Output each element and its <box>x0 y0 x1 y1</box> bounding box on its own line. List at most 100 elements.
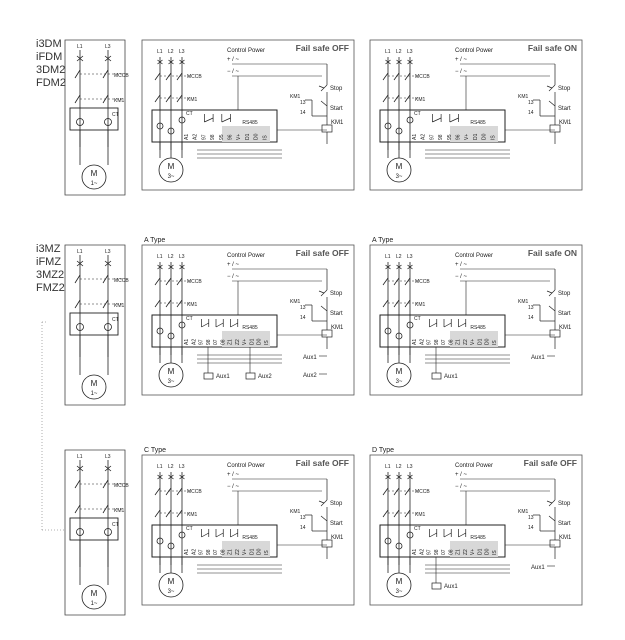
terminal-label: 07 <box>213 549 219 555</box>
panel-frame <box>64 449 126 616</box>
mccb-label: MCCB <box>415 489 430 495</box>
terminal-label: Z2 <box>463 339 469 345</box>
motor-symbol <box>81 584 107 610</box>
ct-label: CT <box>112 522 119 528</box>
plus-supply-label: + / ~ <box>227 262 240 268</box>
terminal-label: Z1 <box>456 549 462 555</box>
km1-coil-label: KM1 <box>559 325 572 331</box>
rs485-label: RS485 <box>242 120 258 126</box>
terminal-label: IS <box>492 550 498 555</box>
terminal-label: 98 <box>206 339 212 345</box>
terminal-label: D1 <box>249 338 255 345</box>
comm-block <box>222 541 270 557</box>
terminal-label: A2 <box>193 134 199 140</box>
motor-phase-label: 3~ <box>396 174 403 180</box>
fail-safe-label: Fail safe OFF <box>296 43 349 53</box>
km1-label: KM1 <box>415 302 426 308</box>
stop-button <box>318 289 328 297</box>
mccb-label: MCCB <box>187 74 202 80</box>
start-button <box>548 515 556 529</box>
fuse-mark <box>157 474 163 480</box>
panel-frame <box>369 244 583 396</box>
stop-button <box>546 499 556 507</box>
ct-label: CT <box>414 111 421 117</box>
terminal-label: 08 <box>448 549 454 555</box>
minus-supply-label: − / ~ <box>455 274 468 280</box>
terminal-label: A1 <box>412 134 418 140</box>
stop-button <box>318 499 328 507</box>
phase-label-l3: L3 <box>407 254 413 260</box>
km1-label: KM1 <box>415 512 426 518</box>
terminal-label: IS <box>264 340 270 345</box>
plus-supply-label: + / ~ <box>455 57 468 63</box>
km1-label: KM1 <box>187 302 198 308</box>
terminal-label: 98 <box>434 549 440 555</box>
panel-frame <box>141 39 355 191</box>
control-power-label: Control Power <box>455 253 493 259</box>
start-label: Start <box>330 106 343 112</box>
control-power-label: Control Power <box>455 48 493 54</box>
phase-label-l3: L3 <box>105 44 111 50</box>
aux2-side-label: Aux2 <box>303 373 317 379</box>
ct-coil <box>156 537 164 545</box>
contact-14-label: 14 <box>528 315 534 321</box>
terminal-label: IS <box>262 135 268 140</box>
aux-coil <box>431 582 442 590</box>
contact-13-label: 13 <box>528 100 534 106</box>
panel-frame <box>369 454 583 606</box>
mccb-label: MCCB <box>114 73 129 79</box>
motor-label: M <box>396 367 403 376</box>
km1-coil-label: KM1 <box>559 535 572 541</box>
phase-label-l2: L2 <box>396 49 402 55</box>
phase-label-l3: L3 <box>407 464 413 470</box>
start-label: Start <box>558 106 571 112</box>
terminal-label: Z1 <box>228 549 234 555</box>
terminal-label: V+ <box>470 549 476 555</box>
fuse-mark <box>168 264 174 270</box>
mccb-label: MCCB <box>415 279 430 285</box>
terminal-label: V+ <box>236 134 242 140</box>
terminal-label: 97 <box>199 339 205 345</box>
terminal-label: 07 <box>213 339 219 345</box>
ct-coil <box>104 323 112 331</box>
phase-label-l3: L3 <box>179 254 185 260</box>
contact-13-label: 13 <box>300 100 306 106</box>
ct-label: CT <box>112 112 119 118</box>
terminal-label: D0 <box>485 548 491 555</box>
motor-phase-label: 3~ <box>396 589 403 595</box>
control-power-label: Control Power <box>227 463 265 469</box>
mccb-label: MCCB <box>114 483 129 489</box>
terminal-label: 95 <box>219 134 225 140</box>
phase-label-l1: L1 <box>385 49 391 55</box>
rs485-label: RS485 <box>470 120 486 126</box>
comm-block <box>450 126 498 142</box>
rs485-label: RS485 <box>242 535 258 541</box>
ct-coil <box>395 127 403 135</box>
km1-coil <box>321 124 333 133</box>
ct-label: CT <box>414 526 421 532</box>
protection-relay <box>69 107 119 131</box>
contact-14-label: 14 <box>528 525 534 531</box>
start-label: Start <box>330 311 343 317</box>
comm-block <box>450 331 498 347</box>
terminal-label: D1 <box>249 548 255 555</box>
fuse-mark <box>396 474 402 480</box>
terminal-label: A1 <box>412 549 418 555</box>
km1-aux-label: KM1 <box>290 509 301 515</box>
motor-label: M <box>396 577 403 586</box>
contact-14-label: 14 <box>300 525 306 531</box>
terminal-label: D0 <box>257 338 263 345</box>
ct-coil <box>406 531 414 539</box>
km1-coil-label: KM1 <box>331 120 344 126</box>
model-name: FDM2 <box>36 77 66 89</box>
start-button <box>320 305 328 319</box>
phase-label-l1: L1 <box>385 464 391 470</box>
terminal-label: D0 <box>257 548 263 555</box>
panel-frame <box>141 244 355 396</box>
motor-label: M <box>91 169 98 178</box>
motor-phase-label: 3~ <box>168 589 175 595</box>
terminal-label: V+ <box>470 339 476 345</box>
phase-label-l1: L1 <box>385 254 391 260</box>
